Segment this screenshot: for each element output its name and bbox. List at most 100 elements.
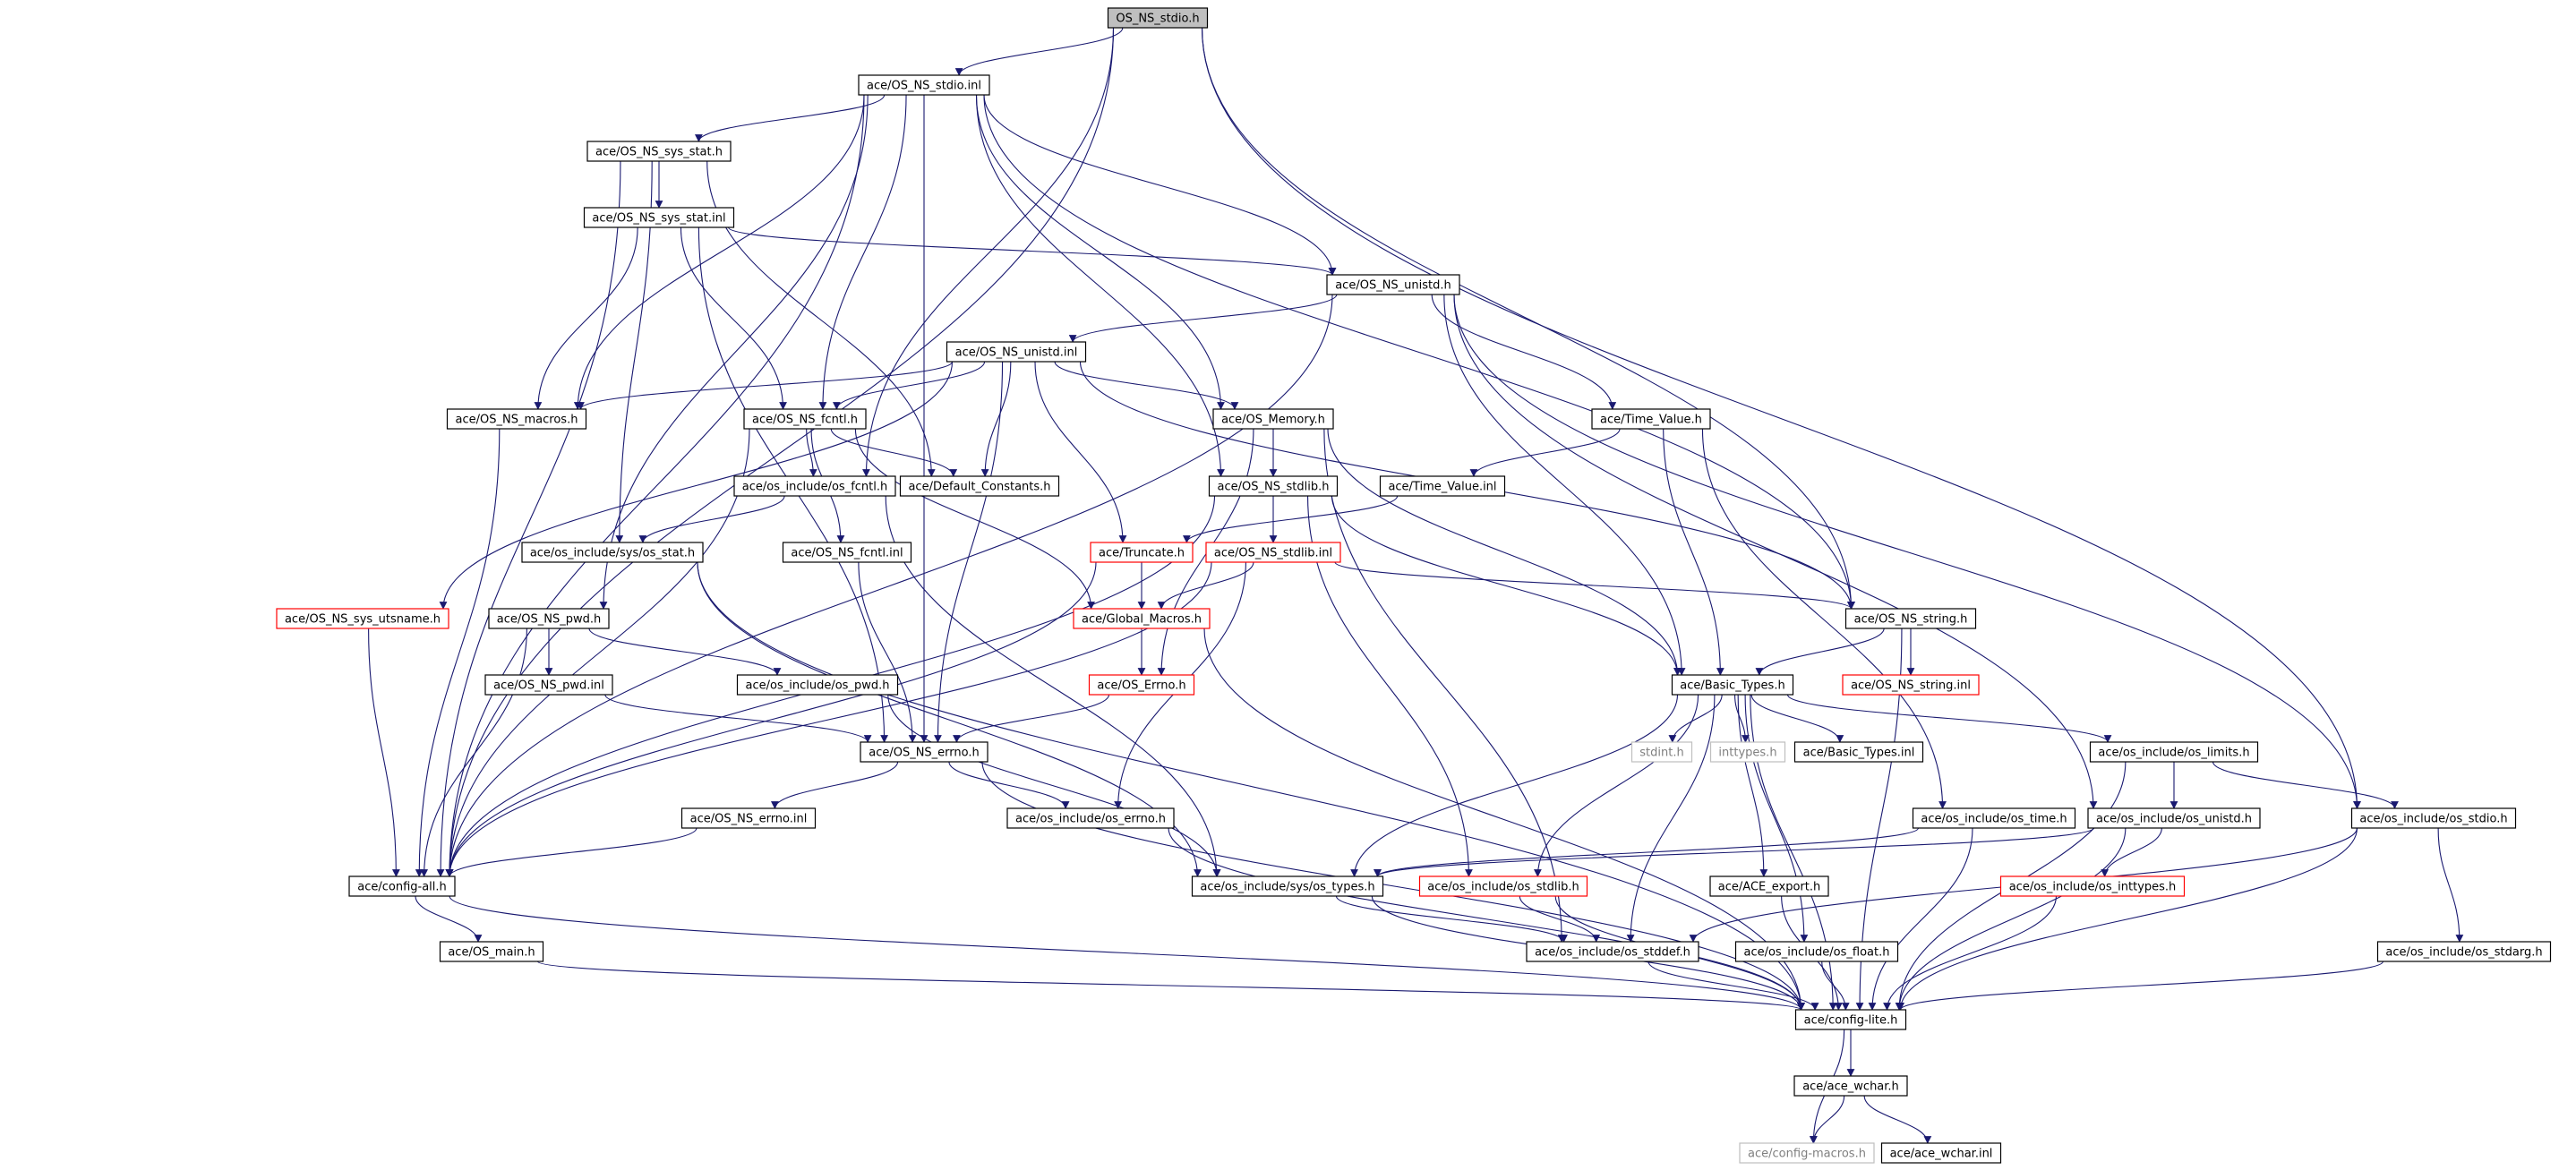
node-stdlib-h[interactable]: ace/OS_NS_stdlib.h <box>1208 475 1339 497</box>
node-os-inttypes-h[interactable]: ace/os_include/os_inttypes.h <box>1999 875 2186 897</box>
node-box <box>743 408 867 430</box>
node-ace-wchar-h[interactable]: ace/ace_wchar.h <box>1793 1075 1908 1097</box>
node-box <box>1739 1142 1875 1164</box>
node-box <box>1999 875 2186 897</box>
node-default-constants[interactable]: ace/Default_Constants.h <box>899 475 1060 497</box>
node-inttypes-h[interactable]: inttypes.h <box>1709 741 1786 763</box>
node-box <box>1709 875 1829 897</box>
node-label: ace/os_include/os_stdio.h <box>2359 813 2507 826</box>
edge-root-to-config-all <box>445 27 1115 877</box>
edge-stdlib-inl-to-global-macros <box>1157 561 1254 610</box>
node-box <box>680 807 817 829</box>
node-box <box>946 341 1087 363</box>
edge-layer <box>368 27 2464 1144</box>
node-label: ace/OS_NS_pwd.h <box>497 613 601 627</box>
node-fcntl-inl[interactable]: ace/OS_NS_fcntl.inl <box>782 542 912 563</box>
node-errno-os[interactable]: ace/OS_Errno.h <box>1088 674 1195 696</box>
node-os-unistd-h[interactable]: ace/os_include/os_unistd.h <box>2087 807 2261 829</box>
node-time-value-inl[interactable]: ace/Time_Value.inl <box>1379 475 1506 497</box>
edge-basic-types-h-to-os-limits-h <box>1786 694 2112 743</box>
node-box <box>860 741 988 763</box>
node-label: ace/Truncate.h <box>1099 547 1185 560</box>
node-os-errno-h[interactable]: ace/os_include/os_errno.h <box>1006 807 1175 829</box>
node-label: ace/os_include/os_time.h <box>1921 813 2067 826</box>
node-box <box>1844 608 1977 629</box>
node-os-limits-h[interactable]: ace/os_include/os_limits.h <box>2089 741 2259 763</box>
node-ace-wchar-inl[interactable]: ace/ace_wchar.inl <box>1880 1142 2002 1164</box>
node-root[interactable]: OS_NS_stdio.h <box>1107 7 1209 29</box>
node-os-stdlib-h[interactable]: ace/os_include/os_stdlib.h <box>1418 875 1588 897</box>
edge-basic-types-h-to-basic-types-inl <box>1750 694 1844 743</box>
node-box <box>1842 674 1980 696</box>
edge-memory-h-to-os-stddef-h <box>1323 428 1566 943</box>
node-label: ace/os_include/os_pwd.h <box>746 679 890 693</box>
node-macros-h[interactable]: ace/OS_NS_macros.h <box>446 408 587 430</box>
node-os-float-h[interactable]: ace/os_include/os_float.h <box>1734 941 1899 962</box>
node-os-stdio-h[interactable]: ace/os_include/os_stdio.h <box>2350 807 2517 829</box>
node-sys-os-stat[interactable]: ace/os_include/sys/os_stat.h <box>521 542 704 563</box>
node-label: ace/os_include/os_unistd.h <box>2096 813 2252 826</box>
node-layer: OS_NS_stdio.h ace/OS_NS_stdio.inl ace/OS_N… <box>276 7 2552 1164</box>
edge-unistd-inl-to-ns-errno-h <box>934 361 1004 743</box>
node-os-stdarg-h[interactable]: ace/os_include/os_stdarg.h <box>2376 941 2552 962</box>
node-sys-stat-h[interactable]: ace/OS_NS_sys_stat.h <box>586 141 732 162</box>
node-os-stddef-h[interactable]: ace/os_include/os_stddef.h <box>1526 941 1699 962</box>
node-pwd-inl[interactable]: ace/OS_NS_pwd.inl <box>484 674 613 696</box>
node-label: ace/OS_NS_string.h <box>1854 613 1968 627</box>
node-time-value-h[interactable]: ace/Time_Value.h <box>1591 408 1711 430</box>
node-config-macros[interactable]: ace/config-macros.h <box>1739 1142 1875 1164</box>
edge-root-to-stdio-inl <box>954 27 1124 76</box>
node-label: ace/Global_Macros.h <box>1082 613 1202 627</box>
node-os-time-h[interactable]: ace/os_include/os_time.h <box>1912 807 2076 829</box>
edge-basic-types-h-to-inttypes-h <box>1734 694 1750 743</box>
node-ns-errno-h[interactable]: ace/OS_NS_errno.h <box>860 741 988 763</box>
node-box <box>1073 608 1211 629</box>
node-pwd-h[interactable]: ace/OS_NS_pwd.h <box>488 608 610 629</box>
edge-root-to-os-fcntl-h <box>862 27 1115 477</box>
node-string-inl[interactable]: ace/OS_NS_string.inl <box>1842 674 1980 696</box>
node-stdlib-inl[interactable]: ace/OS_NS_stdlib.inl <box>1205 542 1341 563</box>
edge-truncate-h-to-config-all <box>445 561 1097 877</box>
node-config-all[interactable]: ace/config-all.h <box>348 875 456 897</box>
edge-sys-stat-inl-to-macros-h <box>534 226 638 410</box>
node-stdio-inl[interactable]: ace/OS_NS_stdio.inl <box>858 74 990 96</box>
node-label: ace/OS_main.h <box>448 946 535 960</box>
node-string-h[interactable]: ace/OS_NS_string.h <box>1844 608 1977 629</box>
node-unistd-inl[interactable]: ace/OS_NS_unistd.inl <box>946 341 1087 363</box>
node-os-fcntl-h[interactable]: ace/os_include/os_fcntl.h <box>733 475 896 497</box>
node-utsname-h[interactable]: ace/OS_NS_sys_utsname.h <box>276 608 449 629</box>
node-box <box>583 207 735 228</box>
node-basic-types-h[interactable]: ace/Basic_Types.h <box>1671 674 1794 696</box>
node-label: ace/Time_Value.h <box>1600 414 1702 427</box>
node-fcntl-h[interactable]: ace/OS_NS_fcntl.h <box>743 408 867 430</box>
edge-ns-errno-h-to-os-errno-h <box>948 761 1070 809</box>
node-memory-h[interactable]: ace/OS_Memory.h <box>1212 408 1334 430</box>
node-box <box>439 941 544 962</box>
edge-stdlib-inl-to-string-h <box>1334 561 1855 610</box>
node-box <box>484 674 613 696</box>
node-os-main-h[interactable]: ace/OS_main.h <box>439 941 544 962</box>
node-basic-types-inl[interactable]: ace/Basic_Types.inl <box>1793 741 1924 763</box>
node-global-macros[interactable]: ace/Global_Macros.h <box>1073 608 1211 629</box>
edge-ace-wchar-h-to-config-macros <box>1809 1095 1845 1144</box>
edge-unistd-inl-to-memory-h <box>1054 361 1239 410</box>
node-box <box>1912 807 2076 829</box>
node-ace-export-h[interactable]: ace/ACE_export.h <box>1709 875 1829 897</box>
edge-stdio-inl-to-string-h <box>983 94 1855 610</box>
node-ns-errno-inl[interactable]: ace/OS_NS_errno.inl <box>680 807 817 829</box>
node-sys-stat-inl[interactable]: ace/OS_NS_sys_stat.inl <box>583 207 735 228</box>
node-sys-types-h[interactable]: ace/os_include/sys/os_types.h <box>1191 875 1384 897</box>
node-label: ace/os_include/os_errno.h <box>1015 813 1166 826</box>
edge-time-value-inl-to-truncate-h <box>1183 495 1399 543</box>
edge-sys-types-h-to-os-stddef-h <box>1335 895 1568 943</box>
node-unistd-h[interactable]: ace/OS_NS_unistd.h <box>1326 274 1460 295</box>
node-label: ace/os_include/sys/os_types.h <box>1200 881 1374 894</box>
node-os-pwd-h[interactable]: ace/os_include/os_pwd.h <box>736 674 899 696</box>
node-truncate-h[interactable]: ace/Truncate.h <box>1090 542 1194 563</box>
edge-os-limits-h-to-os-stdio-h <box>2212 761 2399 809</box>
node-stdint-h[interactable]: stdint.h <box>1630 741 1693 763</box>
edge-os-stdio-h-to-config-lite <box>1896 827 2358 1011</box>
node-label: ace/os_include/sys/os_stat.h <box>530 547 695 560</box>
node-box <box>521 542 704 563</box>
node-config-lite[interactable]: ace/config-lite.h <box>1794 1009 1907 1030</box>
